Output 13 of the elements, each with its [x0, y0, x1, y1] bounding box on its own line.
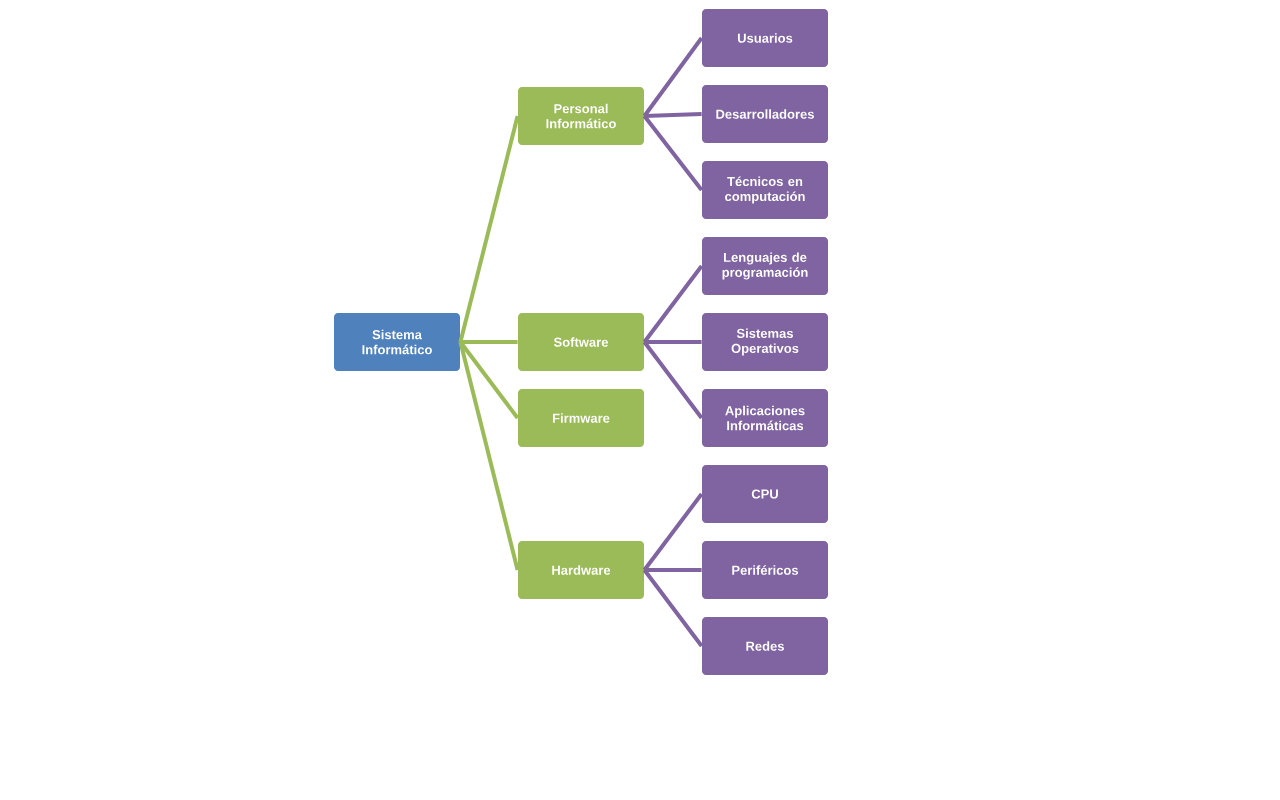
connector-line: [642, 114, 704, 192]
connector-line: [642, 568, 704, 648]
connector-line: [458, 115, 520, 343]
connector-line: [642, 36, 704, 118]
connector-line: [642, 492, 704, 572]
connector-line: [642, 340, 704, 420]
connector-line: [644, 112, 702, 118]
connector-line: [644, 568, 702, 572]
connector-line: [644, 340, 702, 344]
connector-line: [458, 341, 520, 571]
connector-line: [460, 340, 518, 344]
connector-line: [642, 264, 704, 344]
connector-line: [458, 340, 520, 420]
